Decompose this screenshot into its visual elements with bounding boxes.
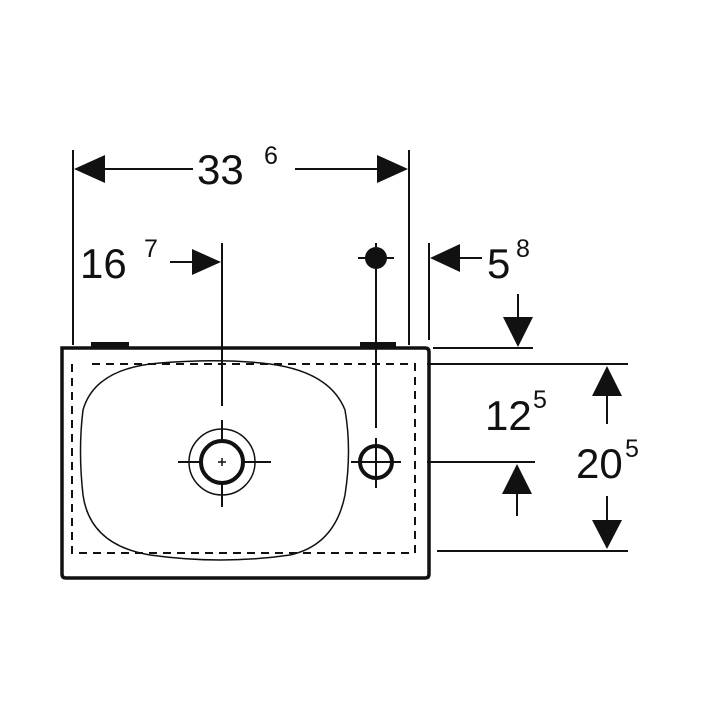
dimension-superscript: 7 [144,235,158,263]
arrowhead-down-icon [503,317,533,347]
dimension-label: 16 [80,240,127,287]
arrowhead-down-icon [592,520,622,549]
dimension-depths: 12 5 20 5 [427,363,639,552]
dimension-overall-width: 33 6 [72,142,410,345]
arrowhead-right-icon [192,249,221,275]
hidden-rim-outline [71,363,416,554]
dimension-label: 5 [487,240,510,287]
arrowhead-up-icon [502,464,532,494]
wall-fixing-point [358,243,394,428]
dimension-label: 33 [197,146,244,193]
basin-outer-edge [60,346,431,580]
bowl-outline [79,359,350,561]
wall-bracket-right [360,342,396,347]
arrowhead-up-icon [592,366,622,396]
arrowhead-left-icon [74,155,105,183]
dimension-superscript: 5 [625,435,639,463]
dimension-label: 12 [485,392,532,439]
dimension-label: 20 [576,440,623,487]
tap-hole [351,438,401,488]
wall-bracket-left [91,342,129,347]
waste-outlet [178,420,271,507]
dimension-side-offset: 5 8 [428,235,533,349]
arrowhead-left-icon [430,244,460,272]
arrowhead-right-icon [377,155,408,183]
dimension-superscript: 6 [264,142,278,170]
basin-outline [60,342,431,580]
dimension-superscript: 8 [516,235,530,263]
dimension-tap-hole-offset: 16 7 [80,235,223,406]
dimension-superscript: 5 [533,386,547,414]
